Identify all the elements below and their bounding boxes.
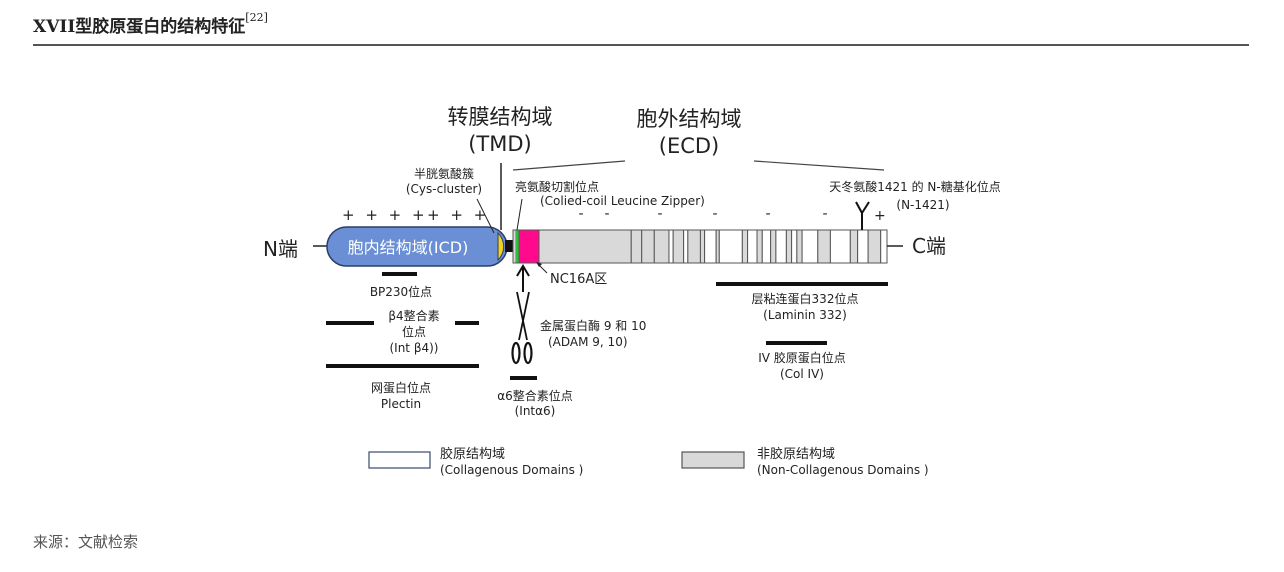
ecd-negative-charge: -	[578, 206, 583, 222]
cys-cluster-region	[497, 231, 505, 262]
plectin-label-en: Plectin	[381, 397, 421, 411]
ecd-heading-cn: 胞外结构域	[637, 107, 742, 131]
collagenous-segment	[791, 229, 798, 264]
b4-integrin-label-2: 位点	[402, 324, 426, 339]
b4-integrin-bar-left	[326, 321, 374, 325]
collagenous-segment	[880, 229, 888, 264]
scissors-icon	[511, 291, 533, 365]
ecd-heading-en: (ECD)	[659, 134, 720, 158]
non-collagenous-segment	[849, 229, 859, 264]
legend-label-collagenous-en: (Collagenous Domains )	[440, 463, 583, 477]
laminin-332-bar	[716, 282, 888, 286]
collagenous-segment	[747, 229, 758, 264]
tmd-heading-cn: 转膜结构域	[448, 105, 553, 129]
plectin-binding-bar	[326, 364, 479, 368]
n-terminus-label: N端	[263, 237, 298, 261]
ecd-negative-charges: ------	[578, 206, 827, 222]
ecd-positive-charge: +	[874, 208, 886, 224]
cys-cluster-label-cn: 半胱氨酸簇	[414, 166, 474, 181]
b4-integrin-label-3: (Int β4))	[389, 341, 438, 355]
bp230-binding-bar	[382, 272, 417, 276]
cys-cluster-label-en: (Cys-cluster)	[406, 182, 482, 196]
a6-integrin-label-cn: α6整合素位点	[497, 388, 573, 403]
c-terminus-label: C端	[912, 234, 946, 258]
collagenous-segment	[801, 229, 819, 264]
leucine-pointer	[516, 198, 523, 231]
laminin-label-en: (Laminin 332)	[763, 308, 847, 322]
non-collagenous-segment	[699, 229, 706, 264]
collagenous-segment	[704, 229, 717, 264]
n-glycosylation-label-cn: 天冬氨酸1421 的 N-糖基化位点	[829, 179, 1000, 194]
icd-positive-charges-1: + + + +	[342, 206, 428, 224]
n-glycosylation-site-icon	[855, 201, 870, 230]
legend-swatch-collagenous	[368, 451, 431, 469]
icd-positive-charges-2: + + +	[427, 206, 489, 224]
adam-label-en: (ADAM 9, 10)	[548, 335, 628, 349]
ecd-bracket-left	[512, 160, 626, 171]
collagenous-segment	[857, 229, 869, 264]
b4-integrin-label-1: β4整合素	[388, 308, 439, 323]
col-iv-label-cn: IV 胶原蛋白位点	[758, 350, 846, 365]
non-collagenous-segment	[641, 229, 655, 264]
n-glycosylation-label-en: (N-1421)	[896, 198, 949, 212]
page-title: XVII型胶原蛋白的结构特征[22]	[33, 11, 268, 37]
ecd-negative-charge: -	[822, 206, 827, 222]
leucine-label-en: (Colied-coil Leucine Zipper)	[540, 194, 705, 208]
icd-label: 胞内结构域(ICD)	[348, 238, 469, 257]
collagenous-segment	[761, 229, 772, 264]
legend-label-non-collagenous-en: (Non-Collagenous Domains )	[757, 463, 929, 477]
legend: 胶原结构域 (Collagenous Domains ) 非胶原结构域 (Non…	[368, 446, 929, 477]
citation-ref[interactable]: [22]	[245, 11, 268, 24]
non-collagenous-segment	[672, 229, 685, 264]
non-collagenous-segment	[741, 229, 749, 264]
collagenous-segment	[718, 229, 743, 264]
non-collagenous-segment	[687, 229, 701, 264]
non-collagenous-segment	[817, 229, 831, 264]
leucine-zipper-region	[516, 230, 519, 263]
col-iv-bar	[766, 341, 827, 345]
non-collagenous-segment	[770, 229, 777, 264]
collagenous-segment	[683, 229, 689, 264]
legend-label-collagenous-cn: 胶原结构域	[440, 446, 505, 462]
plectin-label-cn: 网蛋白位点	[371, 380, 431, 395]
non-collagenous-segment	[756, 229, 763, 264]
laminin-label-cn: 层粘连蛋白332位点	[752, 291, 859, 306]
cys-cluster-pointer	[476, 198, 495, 234]
collagenous-segment	[829, 229, 851, 264]
ecd-negative-charge: -	[765, 206, 770, 222]
adam-cleavage-arrow	[516, 264, 530, 292]
ecd-bracket-right	[753, 160, 885, 171]
non-collagenous-segment	[653, 229, 670, 264]
collagenous-segment	[775, 229, 787, 264]
a6-integrin-label-en: (Intα6)	[515, 404, 556, 418]
nc16a-label: NC16A区	[550, 272, 607, 287]
ecd-negative-charge: -	[604, 206, 609, 222]
source-note: 来源：文献检索	[33, 533, 139, 551]
non-collagenous-segment	[785, 229, 793, 264]
collagenous-segment	[668, 229, 674, 264]
ecd-negative-charge: -	[657, 206, 662, 222]
tmd-heading-en: (TMD)	[468, 132, 532, 156]
nc16a-region	[518, 229, 540, 264]
title-text: XVII型胶原蛋白的结构特征	[33, 17, 246, 37]
nc16a-arrowhead	[536, 262, 542, 267]
title-divider	[33, 44, 1249, 46]
a6-integrin-bar	[510, 376, 537, 380]
non-collagenous-segment	[538, 229, 632, 264]
ecd-negative-charge: -	[712, 206, 717, 222]
ecd-segments	[538, 229, 888, 264]
col-iv-label-en: (Col IV)	[780, 367, 824, 381]
adam-label-cn: 金属蛋白酶 9 和 10	[540, 318, 646, 333]
non-collagenous-segment	[867, 229, 882, 264]
b4-integrin-bar-right	[455, 321, 479, 325]
leucine-label-cn: 亮氨酸切割位点	[515, 179, 599, 194]
non-collagenous-segment	[796, 229, 803, 264]
legend-swatch-non-collagenous	[681, 451, 745, 469]
bp230-label: BP230位点	[370, 284, 432, 299]
transmembrane-segment	[505, 240, 513, 252]
non-collagenous-segment	[630, 229, 643, 264]
legend-label-non-collagenous-cn: 非胶原结构域	[757, 446, 835, 462]
